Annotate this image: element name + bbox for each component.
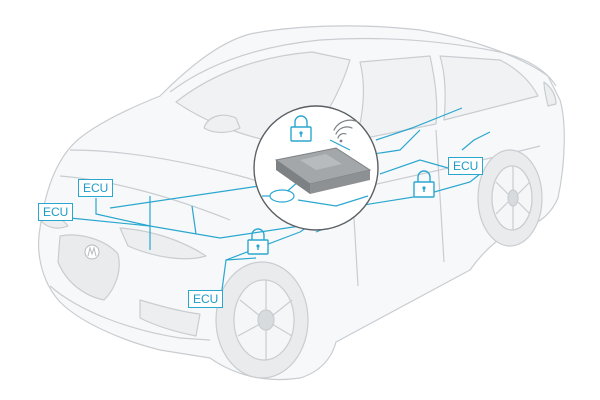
ecu-label: ECU — [78, 179, 114, 197]
padlock-icon — [290, 115, 312, 142]
wifi-icon — [333, 119, 359, 143]
lower-intake — [139, 299, 201, 337]
ecu-label: ECU — [188, 290, 224, 308]
rear-wheel — [477, 149, 543, 247]
roof-line — [169, 37, 557, 93]
padlock-icon — [247, 228, 269, 255]
rear-light — [543, 81, 557, 107]
ecu-label: ECU — [38, 203, 74, 221]
hood-line — [59, 175, 231, 221]
side-window-rear — [439, 55, 539, 121]
headlight — [119, 227, 207, 260]
front-bumper — [49, 285, 211, 341]
grille — [57, 234, 120, 301]
side-mirror — [203, 114, 241, 134]
front-wheel — [215, 261, 309, 379]
gateway-module — [274, 147, 372, 194]
door-line — [435, 129, 445, 263]
side-window-front — [355, 55, 438, 141]
padlock-icon — [413, 170, 435, 198]
car-logo-icon — [84, 244, 100, 260]
ecu-label: ECU — [448, 157, 484, 175]
